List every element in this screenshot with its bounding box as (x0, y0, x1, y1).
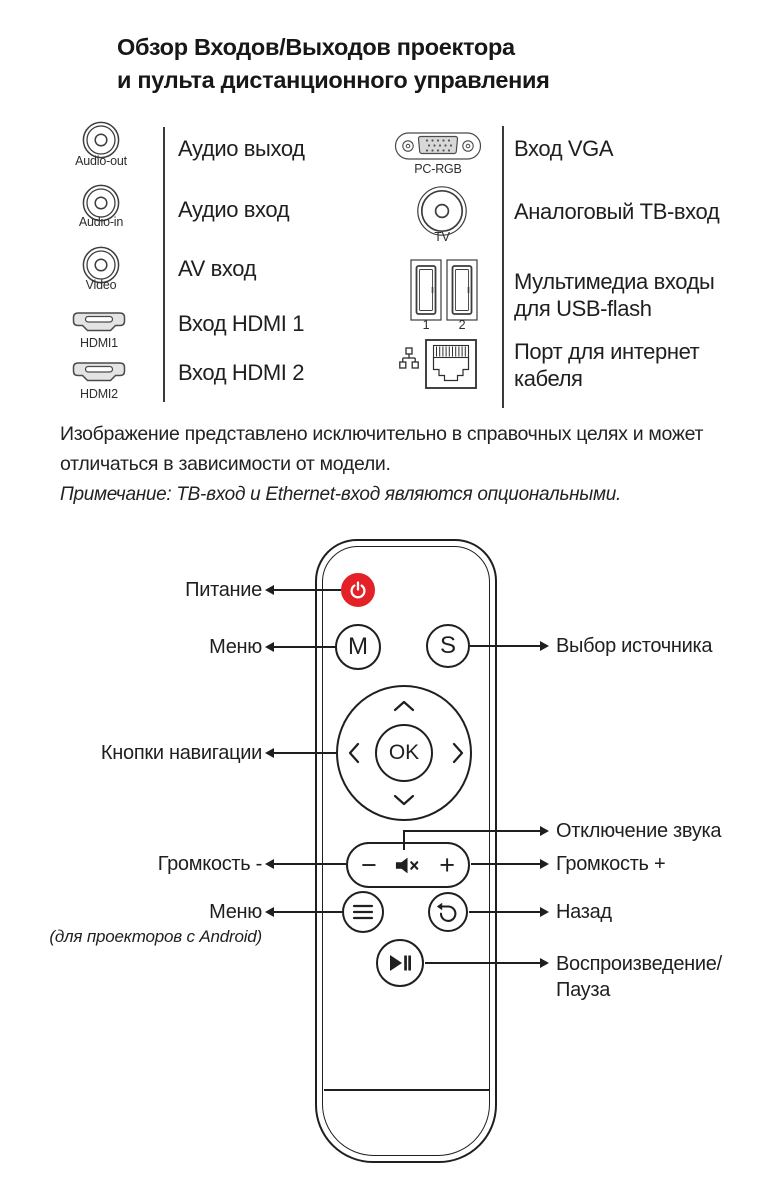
tv-caption: TV (434, 230, 450, 244)
page-title-line1: Обзор Входов/Выходов проектора (117, 34, 515, 60)
label-source: Выбор источника (556, 635, 713, 657)
volume-rocker: − + (346, 842, 470, 888)
io-label-ethernet: Порт для интернет кабеля (514, 339, 700, 391)
power-icon (350, 581, 366, 599)
volume-minus-arrow-line (274, 863, 346, 865)
volume-minus-label: − (361, 849, 377, 880)
label-volume-minus: Громкость - (157, 853, 263, 875)
io-label-av-in: AV вход (178, 256, 257, 281)
nav-arrow-line (274, 752, 337, 754)
nav-right-icon (452, 742, 464, 764)
note-text: Примечание: ТВ-вход и Ethernet-вход явля… (60, 484, 621, 505)
hdmi2-connector-icon (72, 359, 126, 387)
mute-arrowhead (540, 826, 549, 836)
disclaimer-text: Изображение представлено исключительно в… (60, 423, 704, 475)
android-menu-arrowhead (265, 907, 274, 917)
menu-arrowhead (265, 642, 274, 652)
play-pause-icon (390, 955, 411, 971)
play-arrowhead (540, 958, 549, 968)
io-divider-left (163, 127, 165, 402)
io-label-tv: Аналоговый ТВ-вход (514, 199, 720, 224)
usb2-caption: 2 (458, 318, 466, 332)
back-arrowhead (540, 907, 549, 917)
volume-plus-label: + (439, 849, 455, 880)
label-navigation: Кнопки навигации (100, 742, 262, 764)
hdmi1-caption: HDMI1 (80, 336, 118, 350)
tv-antenna-icon (416, 185, 468, 237)
hamburger-icon (352, 904, 374, 920)
android-menu-button (342, 891, 384, 933)
label-android-menu: Меню (209, 901, 262, 923)
io-label-audio-in: Аудио вход (178, 197, 290, 222)
nav-down-icon (393, 794, 415, 806)
play-arrow-line (425, 962, 540, 964)
video-caption: Video (85, 278, 117, 292)
usb-port-2-icon (446, 259, 478, 321)
label-volume-plus: Громкость + (556, 853, 666, 875)
label-android-menu-note: (для проекторов с Android) (49, 927, 262, 946)
play-pause-button (376, 939, 424, 987)
nav-arrowhead (265, 748, 274, 758)
back-button (428, 892, 468, 932)
hdmi2-caption: HDMI2 (80, 387, 118, 401)
usb-port-1-icon (410, 259, 442, 321)
io-divider-right (502, 126, 504, 408)
mute-icon (395, 856, 421, 875)
volume-plus-arrow-line (471, 863, 540, 865)
menu-arrow-line (274, 646, 336, 648)
ethernet-port-icon (424, 338, 478, 390)
source-arrowhead (540, 641, 549, 651)
usb1-caption: 1 (422, 318, 430, 332)
power-arrowhead (265, 585, 274, 595)
label-power: Питание (185, 579, 262, 601)
menu-m-button: M (335, 624, 381, 670)
nav-left-icon (348, 742, 360, 764)
mute-arrow-line (403, 830, 540, 832)
io-label-hdmi2: Вход HDMI 2 (178, 360, 305, 385)
source-arrow-line (470, 645, 540, 647)
remote-body-inner-outline (322, 546, 490, 1156)
label-menu: Меню (209, 636, 262, 658)
label-mute: Отключение звука (556, 820, 722, 842)
lan-network-icon (399, 347, 419, 371)
io-label-usb: Мультимедиа входы для USB-flash (514, 269, 715, 321)
source-s-button: S (426, 624, 470, 668)
audio-out-caption: Audio-out (75, 154, 127, 168)
audio-out-jack-icon (82, 121, 120, 159)
nav-up-icon (393, 700, 415, 712)
io-label-vga: Вход VGA (514, 136, 614, 161)
audio-in-jack-icon (82, 184, 120, 222)
remote-battery-cover-line (323, 1089, 489, 1091)
io-label-hdmi1: Вход HDMI 1 (178, 311, 305, 336)
volume-minus-arrowhead (265, 859, 274, 869)
vga-caption: PC-RGB (414, 162, 462, 176)
power-arrow-line (274, 589, 341, 591)
back-arrow-line (469, 911, 540, 913)
page-title: Обзор Входов/Выходов проектора и пульта … (117, 31, 550, 97)
page-title-line2: и пульта дистанционного управления (117, 67, 550, 93)
volume-plus-arrowhead (540, 859, 549, 869)
android-menu-arrow-line (274, 911, 342, 913)
io-label-audio-out: Аудио выход (178, 136, 305, 161)
mute-arrow-elbow (403, 831, 405, 850)
video-jack-icon (82, 246, 120, 284)
label-back: Назад (556, 901, 612, 923)
back-arrow-icon (436, 902, 457, 922)
power-button (341, 573, 375, 607)
vga-connector-icon (394, 128, 482, 164)
ok-button: OK (375, 724, 433, 782)
label-play-pause: Воспроизведение/ Пауза (556, 953, 722, 1001)
hdmi1-connector-icon (72, 309, 126, 337)
audio-in-caption: Audio-in (78, 215, 124, 229)
